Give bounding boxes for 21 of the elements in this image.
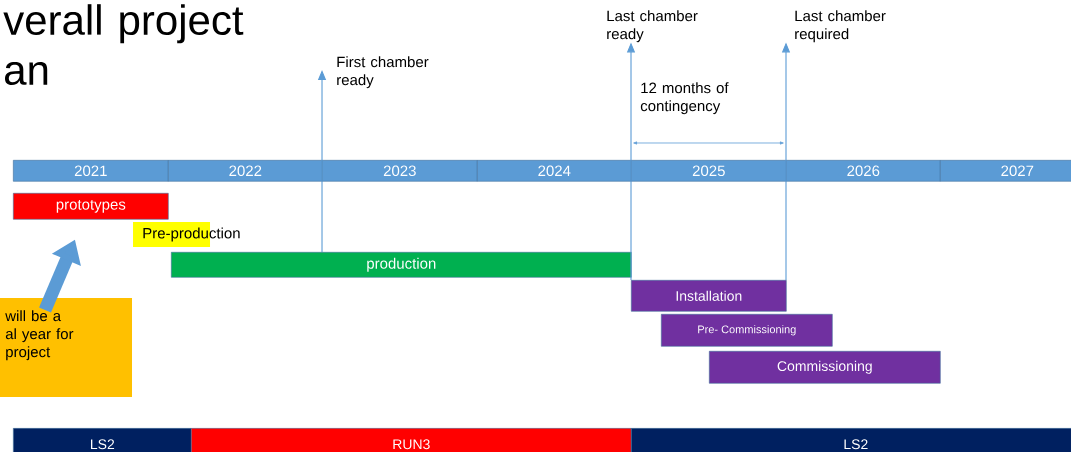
task-bar: Commissioning xyxy=(709,351,941,384)
note-box: will be a al year for project xyxy=(0,298,132,397)
year-bar: 2027 xyxy=(940,160,1071,182)
milestone-label: First chamber ready xyxy=(337,56,429,89)
year-bar: 2026 xyxy=(786,160,941,182)
year-bar: 2025 xyxy=(631,160,787,182)
period-bar: LS2 xyxy=(13,428,192,452)
task-bar: Pre- Commissioning xyxy=(661,314,833,347)
task-bar: Installation xyxy=(631,280,787,312)
milestone-label: Last chamber ready xyxy=(607,10,698,43)
year-bar: 2023 xyxy=(322,160,478,182)
dimension-label: 12 months of contingency xyxy=(640,82,729,115)
year-bar: 2021 xyxy=(13,160,169,182)
period-bar: LS2 xyxy=(631,428,1071,452)
title: verall project an xyxy=(3,4,244,86)
task-bar: prototypes xyxy=(13,193,169,220)
period-bar: RUN3 xyxy=(191,428,632,452)
year-bar: 2022 xyxy=(168,160,323,182)
year-bar: 2024 xyxy=(477,160,632,182)
milestone-label: Last chamber required xyxy=(795,10,886,43)
task-bar: production xyxy=(171,252,632,278)
